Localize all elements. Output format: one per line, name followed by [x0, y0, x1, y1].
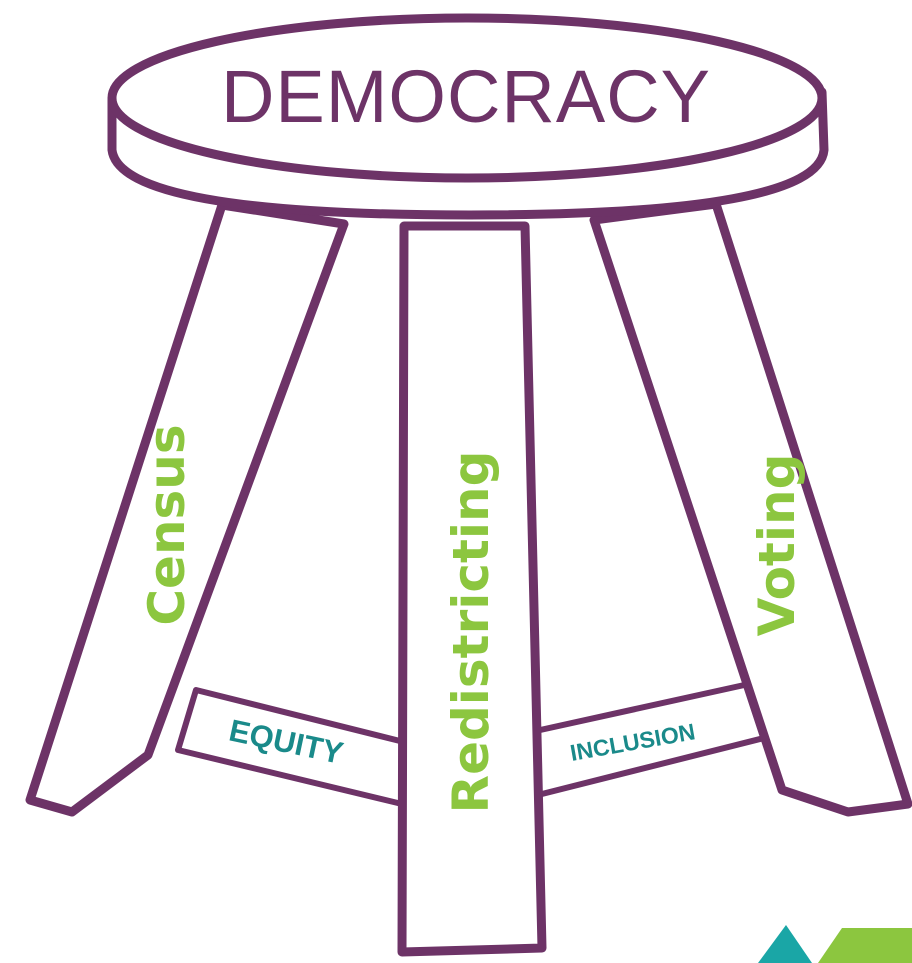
seat-label: DEMOCRACY: [221, 55, 711, 138]
redistricting-leg: [397, 221, 547, 957]
census-leg: [25, 200, 349, 817]
corner-logo-fragment: [758, 925, 912, 963]
voting-leg-label: Voting: [748, 454, 806, 637]
redistricting-leg-label: Redistricting: [442, 451, 500, 814]
seat-top: [107, 13, 827, 183]
census-leg-label: Census: [138, 424, 196, 625]
